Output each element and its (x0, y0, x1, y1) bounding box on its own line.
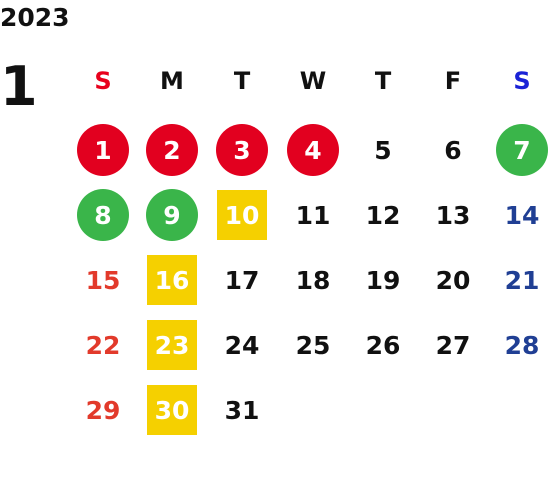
red-circle-marker (77, 124, 129, 176)
day-cell-30[interactable]: 30 (144, 385, 200, 435)
day-number: 18 (295, 265, 331, 295)
weekday-header-sun: S (75, 61, 131, 101)
yellow-square-marker (147, 385, 197, 435)
day-cell-25[interactable]: 25 (285, 325, 341, 365)
day-cell-3[interactable]: 3 (214, 124, 270, 176)
red-circle-marker (146, 124, 198, 176)
day-cell-11[interactable]: 11 (285, 195, 341, 235)
day-cell-13[interactable]: 13 (425, 195, 481, 235)
day-cell-17[interactable]: 17 (214, 260, 270, 300)
day-number: 12 (365, 200, 401, 230)
day-cell-26[interactable]: 26 (355, 325, 411, 365)
day-number: 25 (295, 330, 331, 360)
day-number: 31 (224, 395, 260, 425)
day-cell-5[interactable]: 5 (355, 130, 411, 170)
day-cell-15[interactable]: 15 (75, 260, 131, 300)
day-cell-20[interactable]: 20 (425, 260, 481, 300)
yellow-square-marker (217, 190, 267, 240)
day-number: 22 (85, 330, 121, 360)
weekday-header-wed: W (285, 61, 341, 101)
day-number: 15 (85, 265, 121, 295)
day-number: 26 (365, 330, 401, 360)
day-number: 28 (504, 330, 540, 360)
day-number: 19 (365, 265, 401, 295)
day-number: 7 (513, 135, 531, 165)
day-number: 29 (85, 395, 121, 425)
day-number: 5 (374, 135, 392, 165)
day-number: 14 (504, 200, 540, 230)
day-cell-9[interactable]: 9 (144, 189, 200, 241)
day-number: 10 (224, 200, 260, 230)
weekday-label: W (299, 67, 327, 95)
yellow-square-marker (147, 320, 197, 370)
weekday-label: M (160, 67, 184, 95)
day-cell-2[interactable]: 2 (144, 124, 200, 176)
weekday-label: T (233, 67, 251, 95)
day-cell-1[interactable]: 1 (75, 124, 131, 176)
weekday-label: S (94, 67, 112, 95)
day-cell-31[interactable]: 31 (214, 390, 270, 430)
day-cell-4[interactable]: 4 (285, 124, 341, 176)
day-cell-14[interactable]: 14 (494, 195, 548, 235)
day-number: 13 (435, 200, 471, 230)
day-cell-24[interactable]: 24 (214, 325, 270, 365)
day-number: 11 (295, 200, 331, 230)
day-cell-27[interactable]: 27 (425, 325, 481, 365)
day-cell-19[interactable]: 19 (355, 260, 411, 300)
day-number: 4 (304, 135, 322, 165)
day-number: 1 (94, 135, 112, 165)
day-number: 9 (163, 200, 181, 230)
day-cell-16[interactable]: 16 (144, 255, 200, 305)
red-circle-marker (287, 124, 339, 176)
day-cell-23[interactable]: 23 (144, 320, 200, 370)
day-number: 30 (154, 395, 190, 425)
weekday-header-mon: M (144, 61, 200, 101)
day-cell-6[interactable]: 6 (425, 130, 481, 170)
weekday-label: S (513, 67, 531, 95)
green-circle-marker (77, 189, 129, 241)
weekday-label: T (374, 67, 392, 95)
day-number: 6 (444, 135, 462, 165)
yellow-square-marker (147, 255, 197, 305)
day-cell-7[interactable]: 7 (494, 124, 548, 176)
day-cell-29[interactable]: 29 (75, 390, 131, 430)
day-number: 24 (224, 330, 260, 360)
day-number: 8 (94, 200, 112, 230)
year-label: 2023 (0, 3, 70, 32)
day-cell-22[interactable]: 22 (75, 325, 131, 365)
day-number: 2 (163, 135, 181, 165)
day-cell-28[interactable]: 28 (494, 325, 548, 365)
day-cell-8[interactable]: 8 (75, 189, 131, 241)
red-circle-marker (216, 124, 268, 176)
green-circle-marker (496, 124, 548, 176)
weekday-header-tue: T (214, 61, 270, 101)
day-number: 20 (435, 265, 471, 295)
day-cell-21[interactable]: 21 (494, 260, 548, 300)
day-number: 27 (435, 330, 471, 360)
green-circle-marker (146, 189, 198, 241)
weekday-header-fri: F (425, 61, 481, 101)
weekday-label: F (444, 67, 462, 95)
day-number: 3 (233, 135, 251, 165)
day-cell-18[interactable]: 18 (285, 260, 341, 300)
day-number: 17 (224, 265, 260, 295)
weekday-header-sat: S (494, 61, 548, 101)
day-cell-10[interactable]: 10 (214, 190, 270, 240)
weekday-header-thu: T (355, 61, 411, 101)
day-number: 21 (504, 265, 540, 295)
day-cell-12[interactable]: 12 (355, 195, 411, 235)
day-number: 16 (154, 265, 190, 295)
month-number: 1 (0, 55, 38, 118)
day-number: 23 (154, 330, 190, 360)
